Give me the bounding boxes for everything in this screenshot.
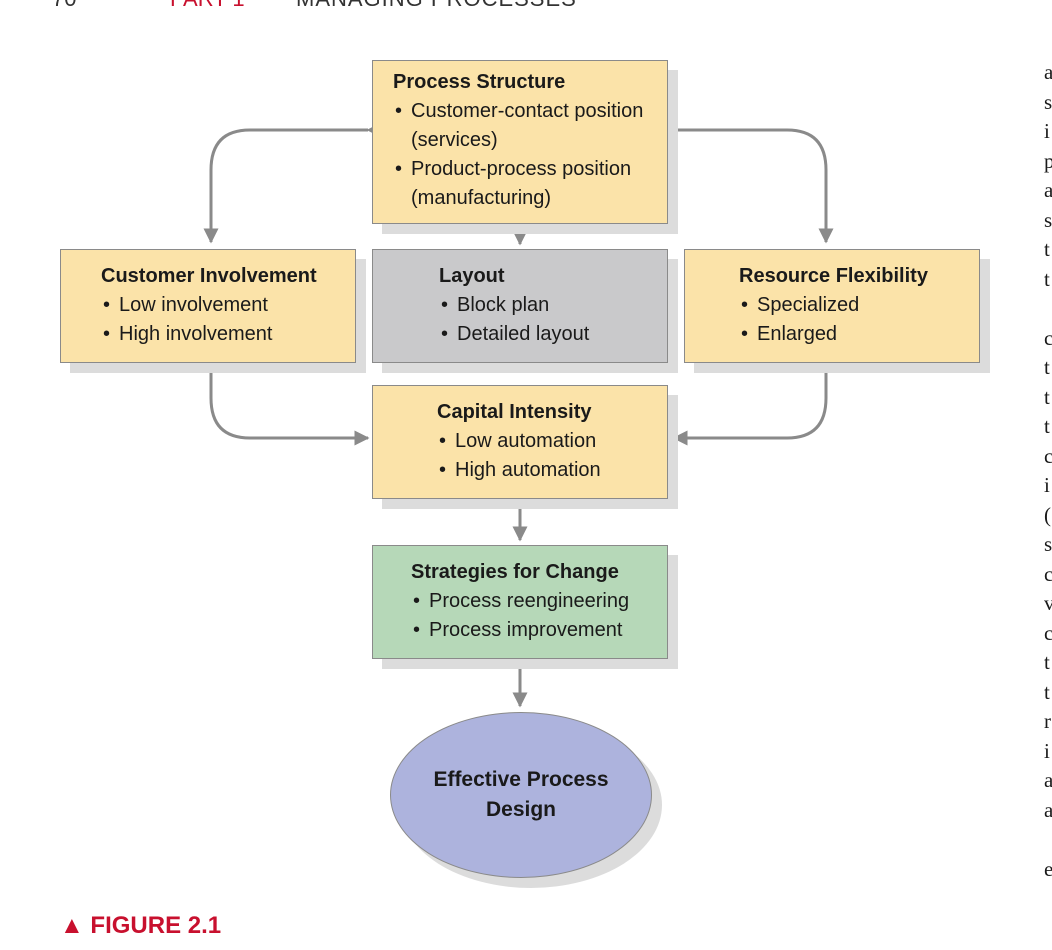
right-column-line: i bbox=[1044, 473, 1050, 497]
part-label: PART 1 bbox=[170, 0, 245, 12]
right-column-line: t bbox=[1044, 384, 1050, 409]
process-structure-item: Product-process position (manufacturing) bbox=[393, 155, 659, 213]
right-column-line: a bbox=[1044, 60, 1052, 84]
resource-flexibility-item: Specialized bbox=[739, 291, 971, 320]
right-column-line: c bbox=[1044, 620, 1052, 645]
right-column-line: s bbox=[1044, 532, 1052, 556]
arrow-resource-to-capital bbox=[672, 356, 834, 446]
process-structure-item: Customer-contact position (services) bbox=[393, 97, 659, 155]
strategies-for-change-box: Strategies for Change Process reengineer… bbox=[372, 545, 668, 659]
effective-process-design-label: Effective Process Design bbox=[433, 768, 609, 821]
right-column-line: a bbox=[1044, 178, 1052, 202]
right-column-line: a bbox=[1044, 768, 1052, 792]
right-column-line: c bbox=[1044, 443, 1052, 468]
strategies-for-change-item: Process improvement bbox=[411, 616, 659, 645]
layout-item: Block plan bbox=[439, 291, 659, 320]
layout-title: Layout bbox=[439, 265, 505, 287]
right-column-line: t bbox=[1044, 266, 1050, 291]
right-column-line: t bbox=[1044, 355, 1050, 379]
part-title: MANAGING PROCESSES bbox=[296, 0, 577, 12]
right-column-line: s bbox=[1044, 207, 1052, 232]
right-column-line: s bbox=[1044, 89, 1052, 114]
right-column-line: t bbox=[1044, 414, 1050, 438]
right-column-line: t bbox=[1044, 679, 1050, 704]
arrow-structure-to-customer bbox=[203, 122, 382, 244]
resource-flexibility-box: Resource Flexibility Specialized Enlarge… bbox=[684, 249, 980, 363]
process-structure-box: Process Structure Customer-contact posit… bbox=[372, 60, 668, 224]
right-column-line: c bbox=[1044, 561, 1052, 586]
effective-process-design-ellipse: Effective Process Design bbox=[390, 712, 652, 878]
arrow-structure-to-resource bbox=[660, 122, 834, 244]
right-column-line: ( bbox=[1044, 502, 1051, 527]
right-column-line: a bbox=[1044, 797, 1052, 822]
resource-flexibility-title: Resource Flexibility bbox=[739, 265, 928, 287]
right-column-line: r bbox=[1044, 709, 1051, 733]
right-column-line: v bbox=[1044, 591, 1052, 615]
strategies-for-change-item: Process reengineering bbox=[411, 587, 659, 616]
customer-involvement-item: Low involvement bbox=[101, 291, 347, 320]
right-column-line: i bbox=[1044, 119, 1050, 143]
figure-label: ▲ FIGURE 2.1 bbox=[60, 912, 222, 939]
customer-involvement-item: High involvement bbox=[101, 320, 347, 349]
right-column-line: p bbox=[1044, 148, 1052, 173]
capital-intensity-item: High automation bbox=[437, 456, 659, 485]
process-structure-title: Process Structure bbox=[393, 71, 566, 93]
right-column-line: i bbox=[1044, 738, 1050, 763]
capital-intensity-box: Capital Intensity Low automation High au… bbox=[372, 385, 668, 499]
page-number: 70 bbox=[52, 0, 76, 12]
layout-item: Detailed layout bbox=[439, 320, 659, 349]
layout-box: Layout Block plan Detailed layout bbox=[372, 249, 668, 363]
right-column-line: t bbox=[1044, 237, 1050, 261]
right-column-line: t bbox=[1044, 650, 1050, 674]
customer-involvement-box: Customer Involvement Low involvement Hig… bbox=[60, 249, 356, 363]
right-column-line bbox=[1044, 294, 1052, 324]
right-column-line: c bbox=[1044, 325, 1052, 350]
strategies-for-change-title: Strategies for Change bbox=[411, 561, 619, 583]
customer-involvement-title: Customer Involvement bbox=[101, 265, 317, 287]
arrow-customer-to-capital bbox=[203, 356, 370, 446]
resource-flexibility-item: Enlarged bbox=[739, 320, 971, 349]
capital-intensity-item: Low automation bbox=[437, 427, 659, 456]
right-column-line bbox=[1044, 825, 1052, 855]
capital-intensity-title: Capital Intensity bbox=[437, 401, 592, 423]
page-header: 70 PART 1 MANAGING PROCESSES bbox=[0, 0, 700, 12]
right-column-line: e bbox=[1044, 856, 1052, 881]
